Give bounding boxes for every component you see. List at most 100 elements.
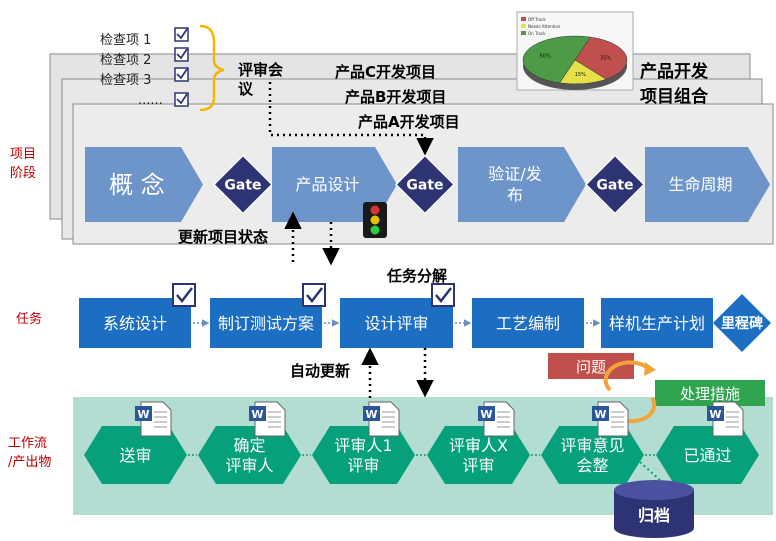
- pie-slice-label: 15%: [575, 72, 586, 78]
- word-document-icon: W: [478, 401, 515, 437]
- task-box: [601, 298, 713, 348]
- task-box: [472, 298, 584, 348]
- gate-diamond: [394, 154, 456, 215]
- auto-update-label: 自动更新: [290, 362, 350, 380]
- checklist-brace-icon: [199, 24, 225, 112]
- checkbox-icon: [174, 27, 189, 42]
- checkbox-icon: [172, 283, 196, 307]
- workflow-step-label: 评审人X: [449, 436, 508, 455]
- gate-label: Gate: [596, 178, 633, 194]
- action-box: [655, 380, 765, 406]
- word-document-icon: W: [249, 401, 286, 437]
- row-label-phase-1: 项目: [10, 147, 36, 162]
- traffic-light-icon: [363, 202, 387, 238]
- action-label: 处理措施: [680, 385, 740, 403]
- cycle-arrowhead-icon: [644, 362, 656, 376]
- project-name-c: 产品C开发项目: [335, 63, 436, 81]
- checklist-item-2: 检查项 2: [100, 53, 151, 68]
- pie-legend-label: On Track: [528, 31, 546, 36]
- checklist-item-3: 检查项 3: [100, 73, 151, 88]
- svg-text:W: W: [251, 408, 263, 421]
- workflow-step-label: 评审意见: [560, 436, 624, 455]
- word-document-icon: W: [135, 401, 172, 437]
- project-name-a: 产品A开发项目: [358, 113, 460, 131]
- pie-legend-label: Needs Attention: [528, 24, 561, 29]
- checklist-item-4: ......: [138, 93, 163, 108]
- review-meeting-label-1: 评审会: [238, 61, 283, 79]
- task-label: 设计评审: [364, 314, 428, 333]
- word-document-icon: W: [363, 401, 400, 437]
- svg-text:W: W: [709, 408, 721, 421]
- checkbox-icon: [302, 283, 326, 307]
- gate-label: Gate: [224, 178, 261, 194]
- workflow-step: [427, 426, 530, 484]
- portfolio-label-1: 产品开发: [640, 61, 709, 82]
- pie-slice-label: 50%: [540, 54, 551, 60]
- gate-diamond: [212, 154, 274, 215]
- dotted-connector: [268, 82, 434, 156]
- update-status-label: 更新项目状态: [178, 228, 268, 246]
- phase-chevron: [85, 147, 203, 222]
- archive-database-icon: [614, 480, 694, 538]
- task-label: 制订测试方案: [218, 314, 314, 333]
- word-document-icon: W: [592, 401, 629, 437]
- gate-label: Gate: [406, 178, 443, 194]
- milestone-diamond: [713, 294, 771, 352]
- pie-legend-label: Off Track: [528, 17, 546, 22]
- phase-label: 产品设计: [295, 175, 359, 194]
- row-label-workflow-2: /产出物: [8, 455, 51, 470]
- workflow-step-label: 评审: [462, 456, 494, 475]
- row-label-workflow-1: 工作流: [8, 436, 47, 451]
- svg-text:W: W: [137, 408, 149, 421]
- word-document-icon: W: [707, 401, 744, 437]
- task-label: 样机生产计划: [609, 314, 705, 333]
- workflow-step-label: 已通过: [683, 446, 731, 465]
- workflow-step-label: 会整: [576, 456, 608, 475]
- workflow-step-label: 送审: [119, 446, 151, 465]
- workflow-step-label: 评审: [347, 456, 379, 475]
- row-label-phase-2: 阶段: [10, 166, 36, 181]
- checklist-item-1: 检查项 1: [100, 33, 151, 48]
- svg-text:W: W: [594, 408, 606, 421]
- workflow-step-label: 确定: [233, 436, 265, 455]
- milestone-label: 里程碑: [721, 315, 763, 332]
- project-name-b: 产品B开发项目: [345, 88, 446, 106]
- checkbox-icon: [431, 283, 455, 307]
- svg-text:W: W: [480, 408, 492, 421]
- checkbox-icon: [174, 92, 189, 107]
- archive-label: 归档: [638, 506, 670, 525]
- workflow-step-label: 评审人: [225, 456, 273, 475]
- checklist: 检查项 1 检查项 2 检查项 3 ......: [100, 27, 189, 108]
- checkbox-icon: [174, 67, 189, 82]
- workflow-step: [656, 426, 759, 484]
- phase-label: 验证/发: [488, 165, 541, 184]
- pie-legend-swatch: [521, 24, 526, 28]
- task-row: 系统设计 制订测试方案 设计评审 工艺编制 样机生产计划里程碑: [79, 283, 771, 352]
- checkbox-icon: [174, 47, 189, 62]
- phase-label: 布: [507, 186, 523, 205]
- svg-text:W: W: [365, 408, 377, 421]
- task-breakdown-label: 任务分解: [386, 267, 447, 285]
- review-meeting-label-2: 议: [238, 80, 254, 98]
- workflow-step: [198, 426, 301, 484]
- task-label: 系统设计: [103, 314, 167, 333]
- gate-diamond: [584, 154, 646, 215]
- phase-label: 概 念: [109, 171, 165, 199]
- task-label: 工艺编制: [496, 314, 560, 333]
- workflow-step: [312, 426, 415, 484]
- portfolio-label-2: 项目组合: [640, 86, 709, 107]
- phase-chevron: [458, 147, 586, 222]
- workflow-step: [84, 426, 187, 484]
- phase-label: 生命周期: [668, 175, 732, 194]
- issue-label: 问题: [576, 358, 606, 376]
- row-label-task: 任务: [16, 311, 42, 327]
- pie-legend-swatch: [521, 31, 526, 35]
- workflow-step: [541, 426, 644, 484]
- phase-chevron: [645, 147, 770, 222]
- pie-slice: [522, 35, 591, 84]
- pie-legend-swatch: [521, 17, 526, 21]
- pie-slice-label: 35%: [600, 56, 611, 62]
